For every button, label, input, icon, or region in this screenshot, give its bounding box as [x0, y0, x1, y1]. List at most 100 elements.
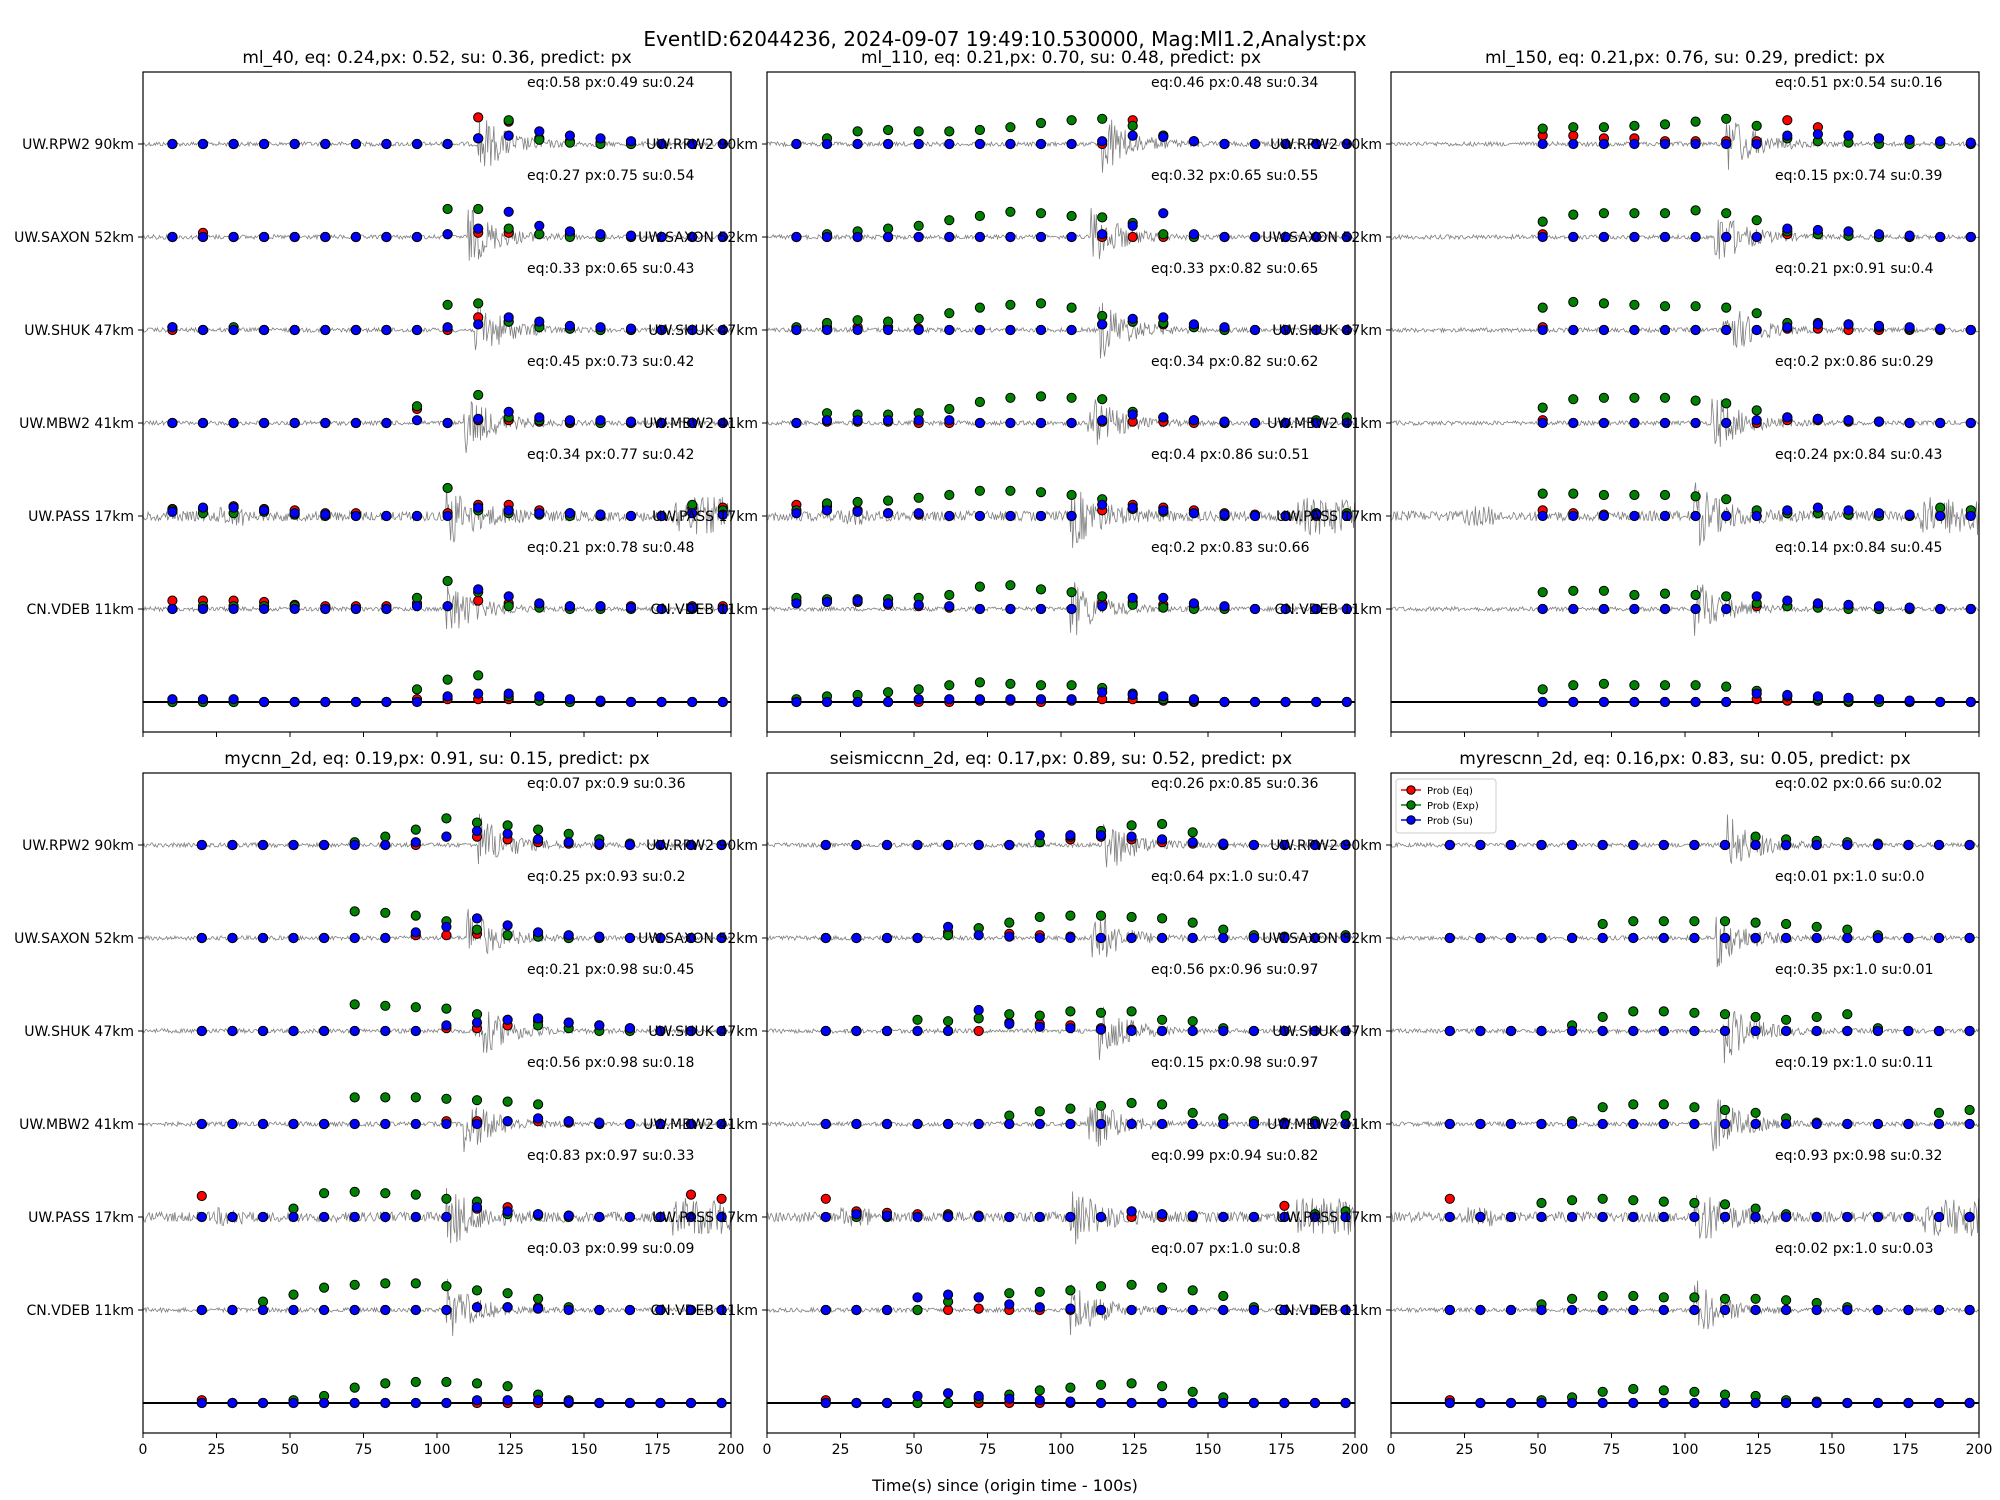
marker-prob-exp: [502, 1381, 513, 1392]
marker-prob-su: [1280, 231, 1291, 243]
marker-prob-su: [1248, 1118, 1260, 1130]
marker-prob-su: [912, 1390, 923, 1402]
marker-prob-su: [1811, 1211, 1822, 1223]
marker-prob-su: [1782, 595, 1793, 606]
marker-prob-su: [883, 696, 894, 708]
annotation: eq:0.07 px:1.0 su:0.8: [1151, 1241, 1301, 1257]
marker-prob-exp: [1537, 123, 1548, 134]
marker-prob-su: [1095, 1397, 1107, 1409]
marker-prob-su: [1065, 830, 1076, 841]
marker-prob-su: [1598, 603, 1610, 615]
marker-prob-exp: [1598, 122, 1610, 133]
marker-prob-su: [595, 415, 606, 426]
marker-prob-exp: [1126, 911, 1137, 923]
marker-prob-su: [1629, 231, 1640, 243]
marker-prob-exp: [1034, 1010, 1045, 1021]
x-tick-label: 150: [571, 1442, 598, 1458]
marker-prob-exp: [1659, 301, 1671, 312]
marker-prob-su: [1658, 1211, 1669, 1223]
marker-prob-su: [1279, 932, 1290, 944]
marker-prob-su: [852, 138, 863, 150]
marker-prob-su: [1567, 1025, 1578, 1037]
legend-marker-su: [1406, 815, 1416, 825]
marker-prob-su: [1933, 1397, 1945, 1409]
annotation: eq:0.32 px:0.65 su:0.55: [1151, 168, 1318, 184]
panel-3: ml_150, eq: 0.21,px: 0.76, su: 0.29, pre…: [1262, 48, 1980, 737]
panel-1: ml_40, eq: 0.24,px: 0.52, su: 0.36, pred…: [14, 48, 732, 737]
annotation: eq:0.02 px:0.66 su:0.02: [1775, 776, 1942, 792]
marker-prob-exp: [1157, 1381, 1168, 1392]
marker-prob-su: [471, 825, 483, 837]
marker-prob-su: [594, 1117, 605, 1128]
marker-prob-exp: [1935, 502, 1946, 513]
marker-prob-su: [1964, 1118, 1975, 1130]
marker-prob-exp: [1066, 587, 1077, 598]
marker-prob-su: [1034, 1302, 1045, 1313]
marker-prob-su: [1279, 1304, 1290, 1316]
marker-prob-su: [502, 828, 513, 839]
marker-prob-exp: [1034, 1385, 1045, 1396]
marker-prob-su: [1781, 1025, 1792, 1037]
marker-prob-su: [503, 406, 514, 417]
marker-prob-su: [716, 932, 727, 944]
marker-prob-su: [1157, 1397, 1168, 1409]
marker-prob-su: [973, 1004, 984, 1016]
marker-prob-su: [564, 226, 576, 237]
marker-prob-exp: [1628, 1290, 1639, 1302]
marker-prob-su: [1690, 417, 1701, 429]
marker-prob-su: [1035, 138, 1047, 150]
marker-prob-exp: [1097, 212, 1108, 223]
marker-prob-su: [349, 932, 360, 944]
x-tick-label: 50: [1529, 1442, 1547, 1458]
marker-prob-eq: [685, 1189, 697, 1200]
marker-prob-su: [1537, 603, 1548, 615]
marker-prob-su: [1340, 839, 1351, 851]
marker-prob-su: [1904, 417, 1915, 429]
marker-prob-su: [1218, 932, 1229, 944]
marker-prob-eq: [1444, 1193, 1455, 1204]
marker-prob-su: [411, 510, 423, 522]
marker-prob-su: [1444, 1397, 1455, 1409]
marker-prob-su: [1340, 1118, 1351, 1130]
marker-prob-su: [349, 839, 360, 851]
marker-prob-su: [1751, 688, 1762, 699]
y-tick-label: UW.MBW2 41km: [19, 416, 134, 432]
marker-prob-su: [503, 206, 514, 217]
marker-prob-su: [1309, 839, 1321, 851]
marker-prob-su: [1187, 1210, 1198, 1221]
marker-prob-su: [1219, 601, 1230, 612]
marker-prob-su: [791, 231, 802, 243]
marker-prob-su: [1750, 1211, 1761, 1223]
marker-prob-exp: [1568, 209, 1579, 220]
marker-prob-su: [1721, 231, 1732, 243]
marker-prob-exp: [534, 134, 545, 145]
marker-prob-eq: [943, 1304, 954, 1316]
marker-prob-su: [1904, 230, 1915, 241]
marker-prob-su: [1964, 1397, 1975, 1409]
marker-prob-su: [625, 510, 637, 522]
marker-prob-su: [1782, 689, 1793, 701]
marker-prob-su: [851, 1304, 862, 1316]
marker-prob-exp: [1035, 487, 1047, 498]
marker-prob-exp: [1658, 1196, 1669, 1207]
marker-prob-exp: [471, 1009, 483, 1020]
marker-prob-exp: [1629, 392, 1640, 403]
marker-prob-exp: [1187, 827, 1198, 838]
x-tick-label: 25: [208, 1442, 226, 1458]
marker-prob-su: [1781, 1304, 1792, 1316]
marker-prob-exp: [1126, 1006, 1137, 1017]
marker-prob-exp: [1658, 1385, 1669, 1396]
marker-prob-exp: [1095, 1100, 1107, 1111]
marker-prob-su: [1341, 324, 1352, 336]
marker-prob-su: [1065, 932, 1076, 944]
panel-5: seismiccnn_2d, eq: 0.17,px: 0.89, su: 0.…: [638, 749, 1368, 1458]
marker-prob-su: [594, 931, 605, 942]
marker-prob-su: [594, 1304, 605, 1316]
marker-prob-su: [716, 1211, 727, 1223]
marker-prob-su: [1628, 932, 1639, 944]
marker-prob-su: [974, 603, 986, 615]
marker-prob-su: [1751, 591, 1762, 602]
marker-prob-exp: [1721, 591, 1732, 602]
marker-prob-exp: [974, 677, 986, 688]
marker-prob-exp: [1005, 392, 1016, 403]
